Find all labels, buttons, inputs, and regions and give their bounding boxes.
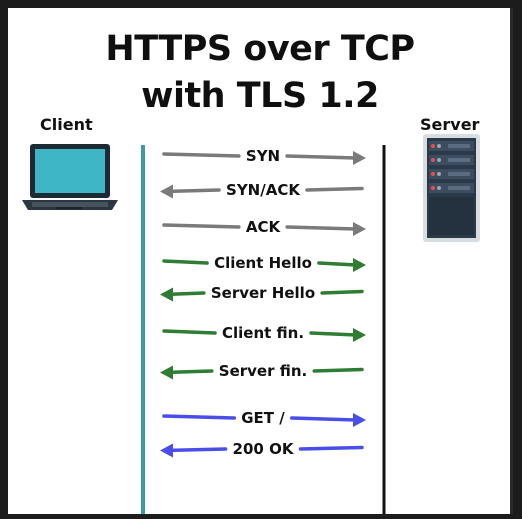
message-line-right	[312, 367, 364, 373]
message-label: Client Hello	[214, 254, 312, 272]
server-unit	[429, 155, 474, 165]
message-label: SYN	[246, 147, 280, 165]
message-label: SYN/ACK	[226, 181, 301, 199]
message-line-right	[298, 445, 364, 451]
laptop-screen	[35, 149, 105, 193]
message-8: GET /	[162, 409, 366, 427]
message-7: Server fin.	[160, 362, 364, 380]
message-4: Client Hello	[162, 254, 366, 272]
message-line-right	[290, 416, 358, 422]
message-2: SYN/ACK	[160, 181, 364, 199]
client-label: Client	[40, 115, 93, 134]
arrowhead-right	[353, 258, 366, 272]
message-line-left	[162, 447, 228, 453]
server-unit	[429, 169, 474, 179]
message-line-right	[309, 331, 358, 337]
message-line-left	[162, 188, 221, 194]
message-line-left	[162, 414, 236, 420]
server-unit	[429, 141, 474, 151]
message-label: Client fin.	[222, 324, 304, 342]
message-1: SYN	[162, 147, 366, 165]
arrowhead-right	[353, 151, 366, 165]
arrowhead-left	[160, 443, 173, 458]
message-line-left	[162, 223, 241, 229]
arrowhead-left	[160, 184, 173, 199]
message-5: Server Hello	[160, 284, 364, 302]
frame-edge	[510, 8, 513, 514]
server-unit	[429, 183, 474, 193]
message-6: Client fin.	[162, 324, 366, 342]
server-rack-icon	[423, 134, 480, 242]
message-line-right	[285, 154, 358, 160]
message-label: ACK	[246, 218, 282, 236]
message-label: Server fin.	[219, 362, 307, 380]
laptop-icon	[22, 144, 118, 210]
diagram-title: HTTPS over TCP with TLS 1.2	[8, 26, 512, 120]
arrowhead-right	[353, 413, 366, 427]
message-line-right	[317, 261, 358, 267]
title-line-2: with TLS 1.2	[141, 76, 379, 116]
message-3: ACK	[162, 218, 366, 236]
arrowhead-right	[353, 328, 366, 342]
message-line-left	[162, 329, 217, 335]
title-line-1: HTTPS over TCP	[105, 29, 415, 69]
server-label: Server	[420, 115, 480, 134]
message-line-right	[320, 289, 364, 295]
arrowhead-right	[353, 222, 366, 236]
message-label: GET /	[241, 409, 285, 427]
message-9: 200 OK	[160, 440, 364, 458]
diagram-frame: HTTPS over TCP with TLS 1.2 Client Serve…	[8, 8, 512, 514]
message-line-right	[285, 225, 358, 231]
arrowhead-left	[160, 365, 173, 380]
message-line-left	[162, 152, 241, 158]
message-label: 200 OK	[233, 440, 295, 458]
arrowhead-left	[160, 287, 173, 302]
message-line-right	[305, 186, 364, 192]
message-label: Server Hello	[211, 284, 315, 302]
message-line-left	[162, 259, 209, 265]
